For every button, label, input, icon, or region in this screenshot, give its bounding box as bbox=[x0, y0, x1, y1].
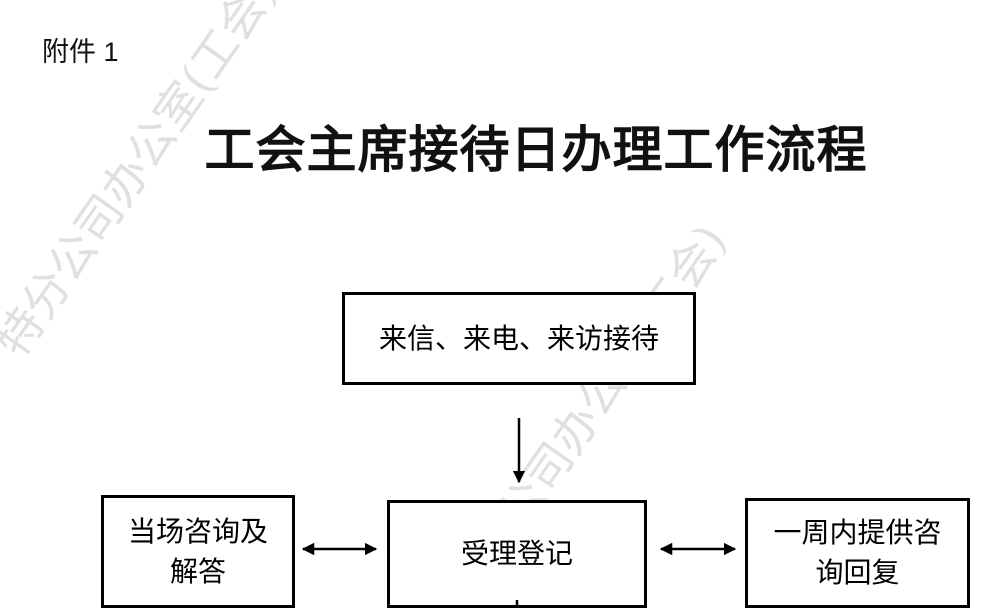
attachment-label: 附件 1 bbox=[42, 37, 119, 67]
onsite-answer-line-2: 解答 bbox=[169, 554, 226, 588]
weekly-reply-line-2: 询回复 bbox=[815, 556, 900, 589]
page-title: 工会主席接待日办理工作流程 bbox=[204, 120, 868, 179]
onsite-answer-line-1: 当场咨询及 bbox=[127, 514, 268, 548]
weekly-reply-box: 一周内提供咨 询回复 bbox=[745, 498, 970, 608]
receive-box: 来信、来电、来访接待 bbox=[342, 292, 696, 385]
receive-box-label: 来信、来电、来访接待 bbox=[378, 321, 659, 355]
weekly-reply-line-1: 一周内提供咨 bbox=[773, 516, 942, 549]
register-box-label: 受理登记 bbox=[460, 537, 573, 570]
onsite-answer-box: 当场咨询及 解答 bbox=[101, 495, 295, 608]
